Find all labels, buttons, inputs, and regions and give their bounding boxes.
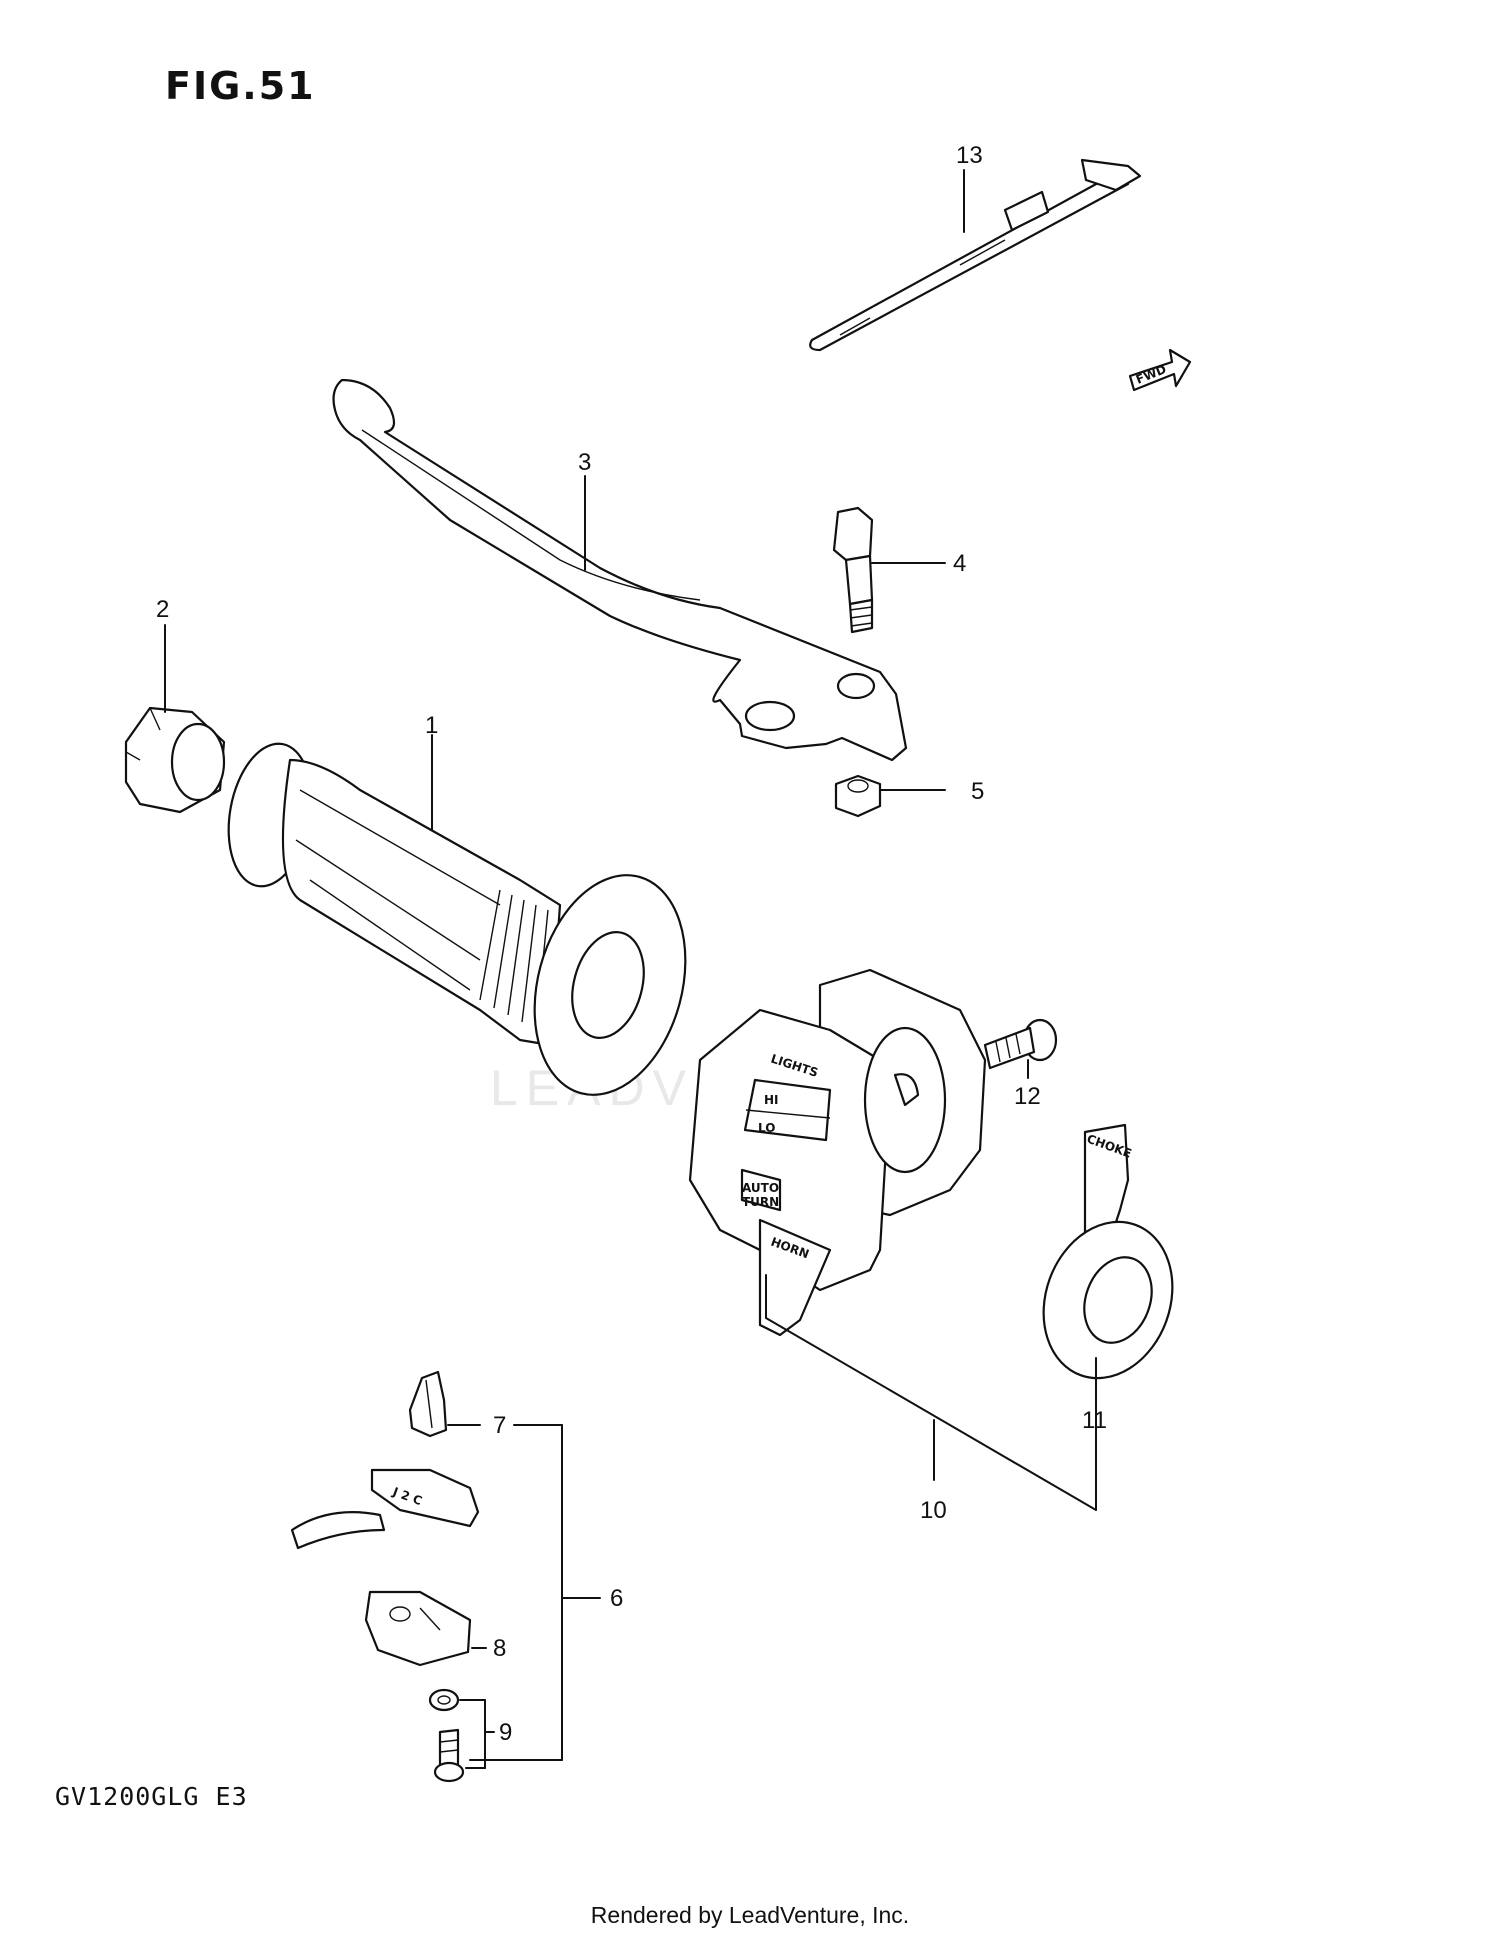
turn-label: TURN: [742, 1195, 779, 1209]
part-lever-bolt: [832, 506, 874, 634]
callout-6: 6: [610, 1585, 623, 1612]
part-nut: [834, 774, 882, 818]
callout-10: 10: [920, 1497, 947, 1524]
fwd-arrow: FWD: [1128, 348, 1192, 392]
part-switch-assembly: LIGHTS HI LO AUTO TURN HORN: [688, 968, 987, 1337]
callout-3: 3: [578, 449, 591, 476]
part-grip: [227, 742, 687, 1096]
part-cable-tie: [809, 158, 1142, 352]
part-choke-lever: CHOKE: [1042, 1123, 1174, 1380]
part-connector: [408, 1370, 448, 1438]
leader-lines: [164, 169, 1097, 1769]
callout-13: 13: [956, 142, 983, 169]
part-lever: [332, 378, 908, 762]
part-end-cap: [124, 706, 226, 814]
lo-label: LO: [758, 1121, 775, 1135]
auto-label: AUTO: [742, 1181, 779, 1195]
part-holder-plate: [364, 1590, 472, 1667]
callout-8: 8: [493, 1635, 506, 1662]
footer-credit: Rendered by LeadVenture, Inc.: [590, 1902, 910, 1928]
callout-1: 1: [425, 712, 438, 739]
figure-title: FIG.51: [165, 64, 316, 108]
callout-9: 9: [499, 1719, 512, 1746]
callout-11: 11: [1082, 1407, 1107, 1434]
callout-4: 4: [953, 550, 966, 577]
part-screw-washer: [428, 1688, 465, 1783]
callout-2: 2: [156, 596, 169, 623]
part-switch-element: J 2 C: [290, 1468, 480, 1550]
callout-12: 12: [1014, 1083, 1041, 1110]
callout-5: 5: [971, 778, 984, 805]
hi-label: HI: [764, 1093, 779, 1107]
callout-7: 7: [493, 1412, 506, 1439]
model-code: GV1200GLG E3: [55, 1782, 248, 1811]
part-screw-12: [983, 1018, 1058, 1070]
